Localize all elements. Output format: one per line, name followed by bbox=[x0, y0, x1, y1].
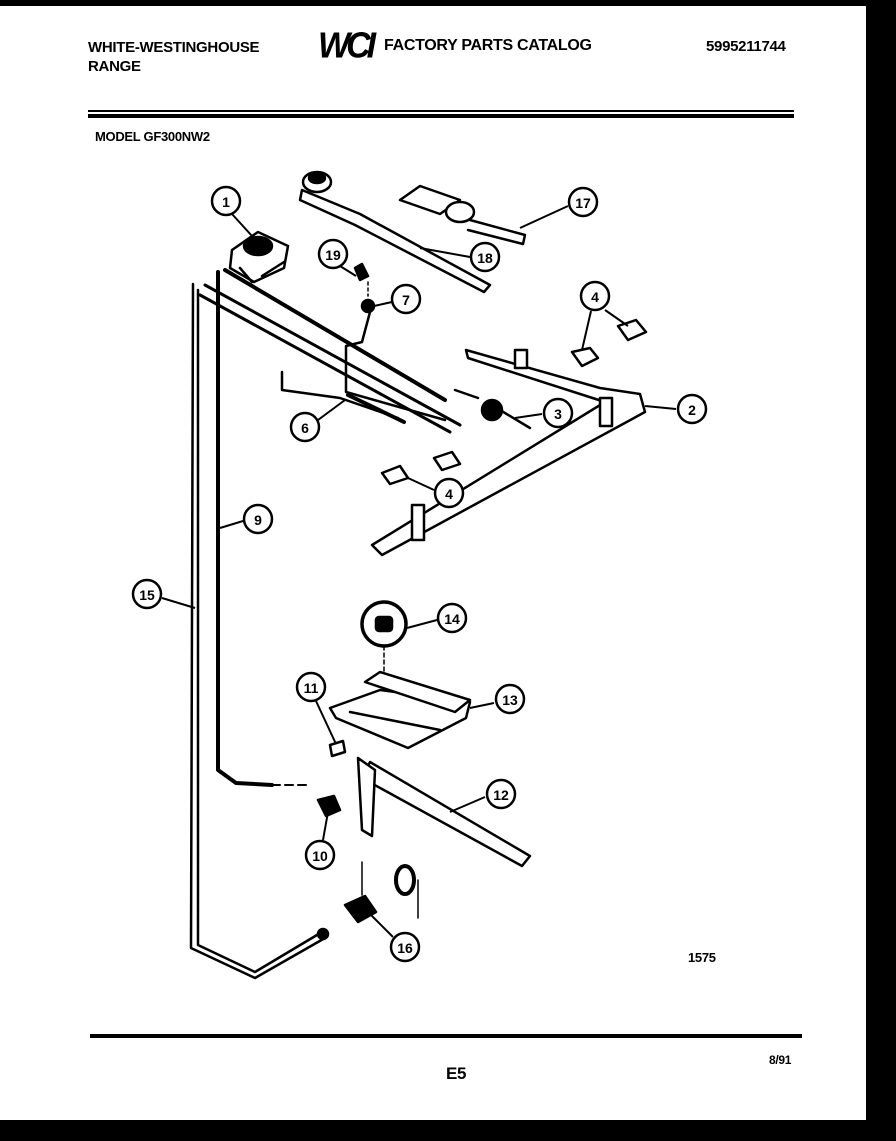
svg-text:2: 2 bbox=[688, 402, 696, 418]
footer-rule bbox=[90, 1034, 802, 1038]
svg-text:7: 7 bbox=[402, 292, 410, 308]
svg-text:13: 13 bbox=[502, 692, 518, 708]
callout-2: 2 bbox=[676, 393, 708, 425]
svg-text:17: 17 bbox=[575, 195, 591, 211]
wci-logo: WCI bbox=[318, 26, 376, 66]
page-identifier: E5 bbox=[446, 1064, 467, 1083]
catalog-title: FACTORY PARTS CATALOG bbox=[384, 37, 592, 54]
svg-text:15: 15 bbox=[139, 587, 155, 603]
callout-1: 1 bbox=[210, 185, 242, 217]
callout-11: 11 bbox=[295, 671, 327, 703]
figure-number: 1575 bbox=[688, 950, 716, 965]
callout-12: 12 bbox=[485, 778, 517, 810]
callout-15: 15 bbox=[131, 578, 163, 610]
gas-tube-15 bbox=[196, 288, 324, 974]
callout-9: 9 bbox=[242, 503, 274, 535]
revision-date: 8/91 bbox=[769, 1053, 792, 1067]
header-rule-thick bbox=[88, 114, 794, 118]
brand-name: WHITE-WESTINGHOUSE bbox=[88, 39, 260, 56]
catalog-part-number: 5995211744 bbox=[706, 38, 786, 55]
svg-text:19: 19 bbox=[325, 247, 341, 263]
svg-text:18: 18 bbox=[477, 250, 493, 266]
callout-16: 16 bbox=[389, 931, 421, 963]
callout-4: 4 bbox=[433, 477, 465, 509]
svg-text:1: 1 bbox=[222, 194, 230, 210]
model-number: MODEL GF300NW2 bbox=[95, 129, 210, 144]
svg-text:14: 14 bbox=[444, 611, 460, 627]
callout-14: 14 bbox=[436, 602, 468, 634]
header-rule-thin bbox=[88, 110, 794, 112]
callout-4: 4 bbox=[579, 280, 611, 312]
callout-13: 13 bbox=[494, 683, 526, 715]
svg-text:4: 4 bbox=[591, 289, 599, 305]
callout-10: 10 bbox=[304, 839, 336, 871]
svg-text:11: 11 bbox=[304, 680, 319, 696]
svg-text:6: 6 bbox=[301, 420, 309, 436]
svg-text:3: 3 bbox=[554, 406, 562, 422]
svg-text:9: 9 bbox=[254, 512, 262, 528]
callout-3: 3 bbox=[542, 397, 574, 429]
callout-layer: 1 17 19 18 7 4 2 3 6 4 9 15 14 11 13 12 10 16 bbox=[131, 185, 708, 963]
svg-text:10: 10 bbox=[312, 848, 328, 864]
product-type: RANGE bbox=[88, 58, 141, 75]
callout-19: 19 bbox=[317, 238, 349, 270]
callout-17: 17 bbox=[567, 186, 599, 218]
callout-18: 18 bbox=[469, 241, 501, 273]
gas-tube-9 bbox=[216, 270, 274, 787]
callout-7: 7 bbox=[390, 283, 422, 315]
callout-6: 6 bbox=[289, 411, 321, 443]
svg-text:16: 16 bbox=[397, 940, 413, 956]
svg-text:12: 12 bbox=[493, 787, 509, 803]
svg-text:4: 4 bbox=[445, 486, 453, 502]
brand-block: WHITE-WESTINGHOUSE RANGE bbox=[88, 38, 260, 76]
